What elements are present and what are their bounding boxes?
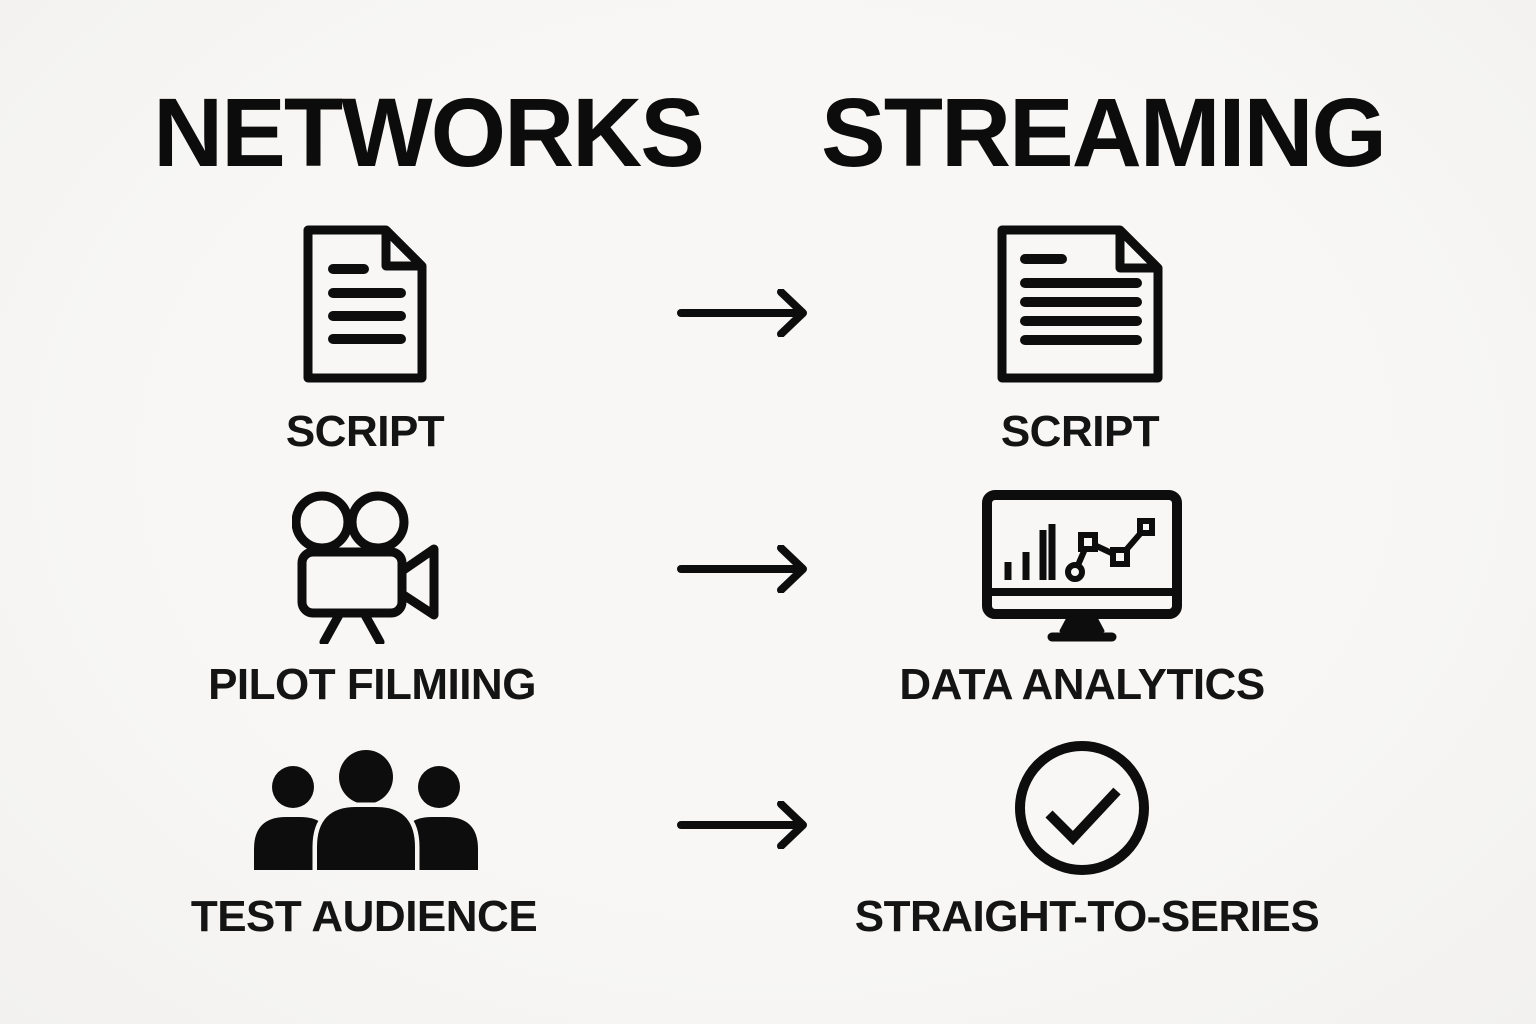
step-label: DATA ANALYTICS (899, 660, 1265, 709)
right-arrow-icon (676, 801, 808, 849)
analytics-monitor-icon (982, 490, 1182, 642)
column-title-networks: NETWORKS (153, 78, 705, 187)
step-label: STRAIGHT-TO-SERIES (854, 892, 1320, 941)
right-arrow-icon (676, 289, 808, 337)
step-label: SCRIPT (285, 407, 445, 456)
step-label: PILOT FILMIING (208, 660, 536, 709)
checkmark-circle-icon (1012, 738, 1152, 878)
script-document-icon (993, 223, 1167, 385)
right-arrow-icon (676, 545, 808, 593)
script-document-icon (297, 223, 433, 385)
column-title-streaming: STREAMING (821, 78, 1387, 187)
step-label: TEST AUDIENCE (190, 892, 538, 941)
film-camera-icon (292, 486, 454, 644)
step-label: SCRIPT (1000, 407, 1160, 456)
test-audience-icon (251, 746, 481, 872)
